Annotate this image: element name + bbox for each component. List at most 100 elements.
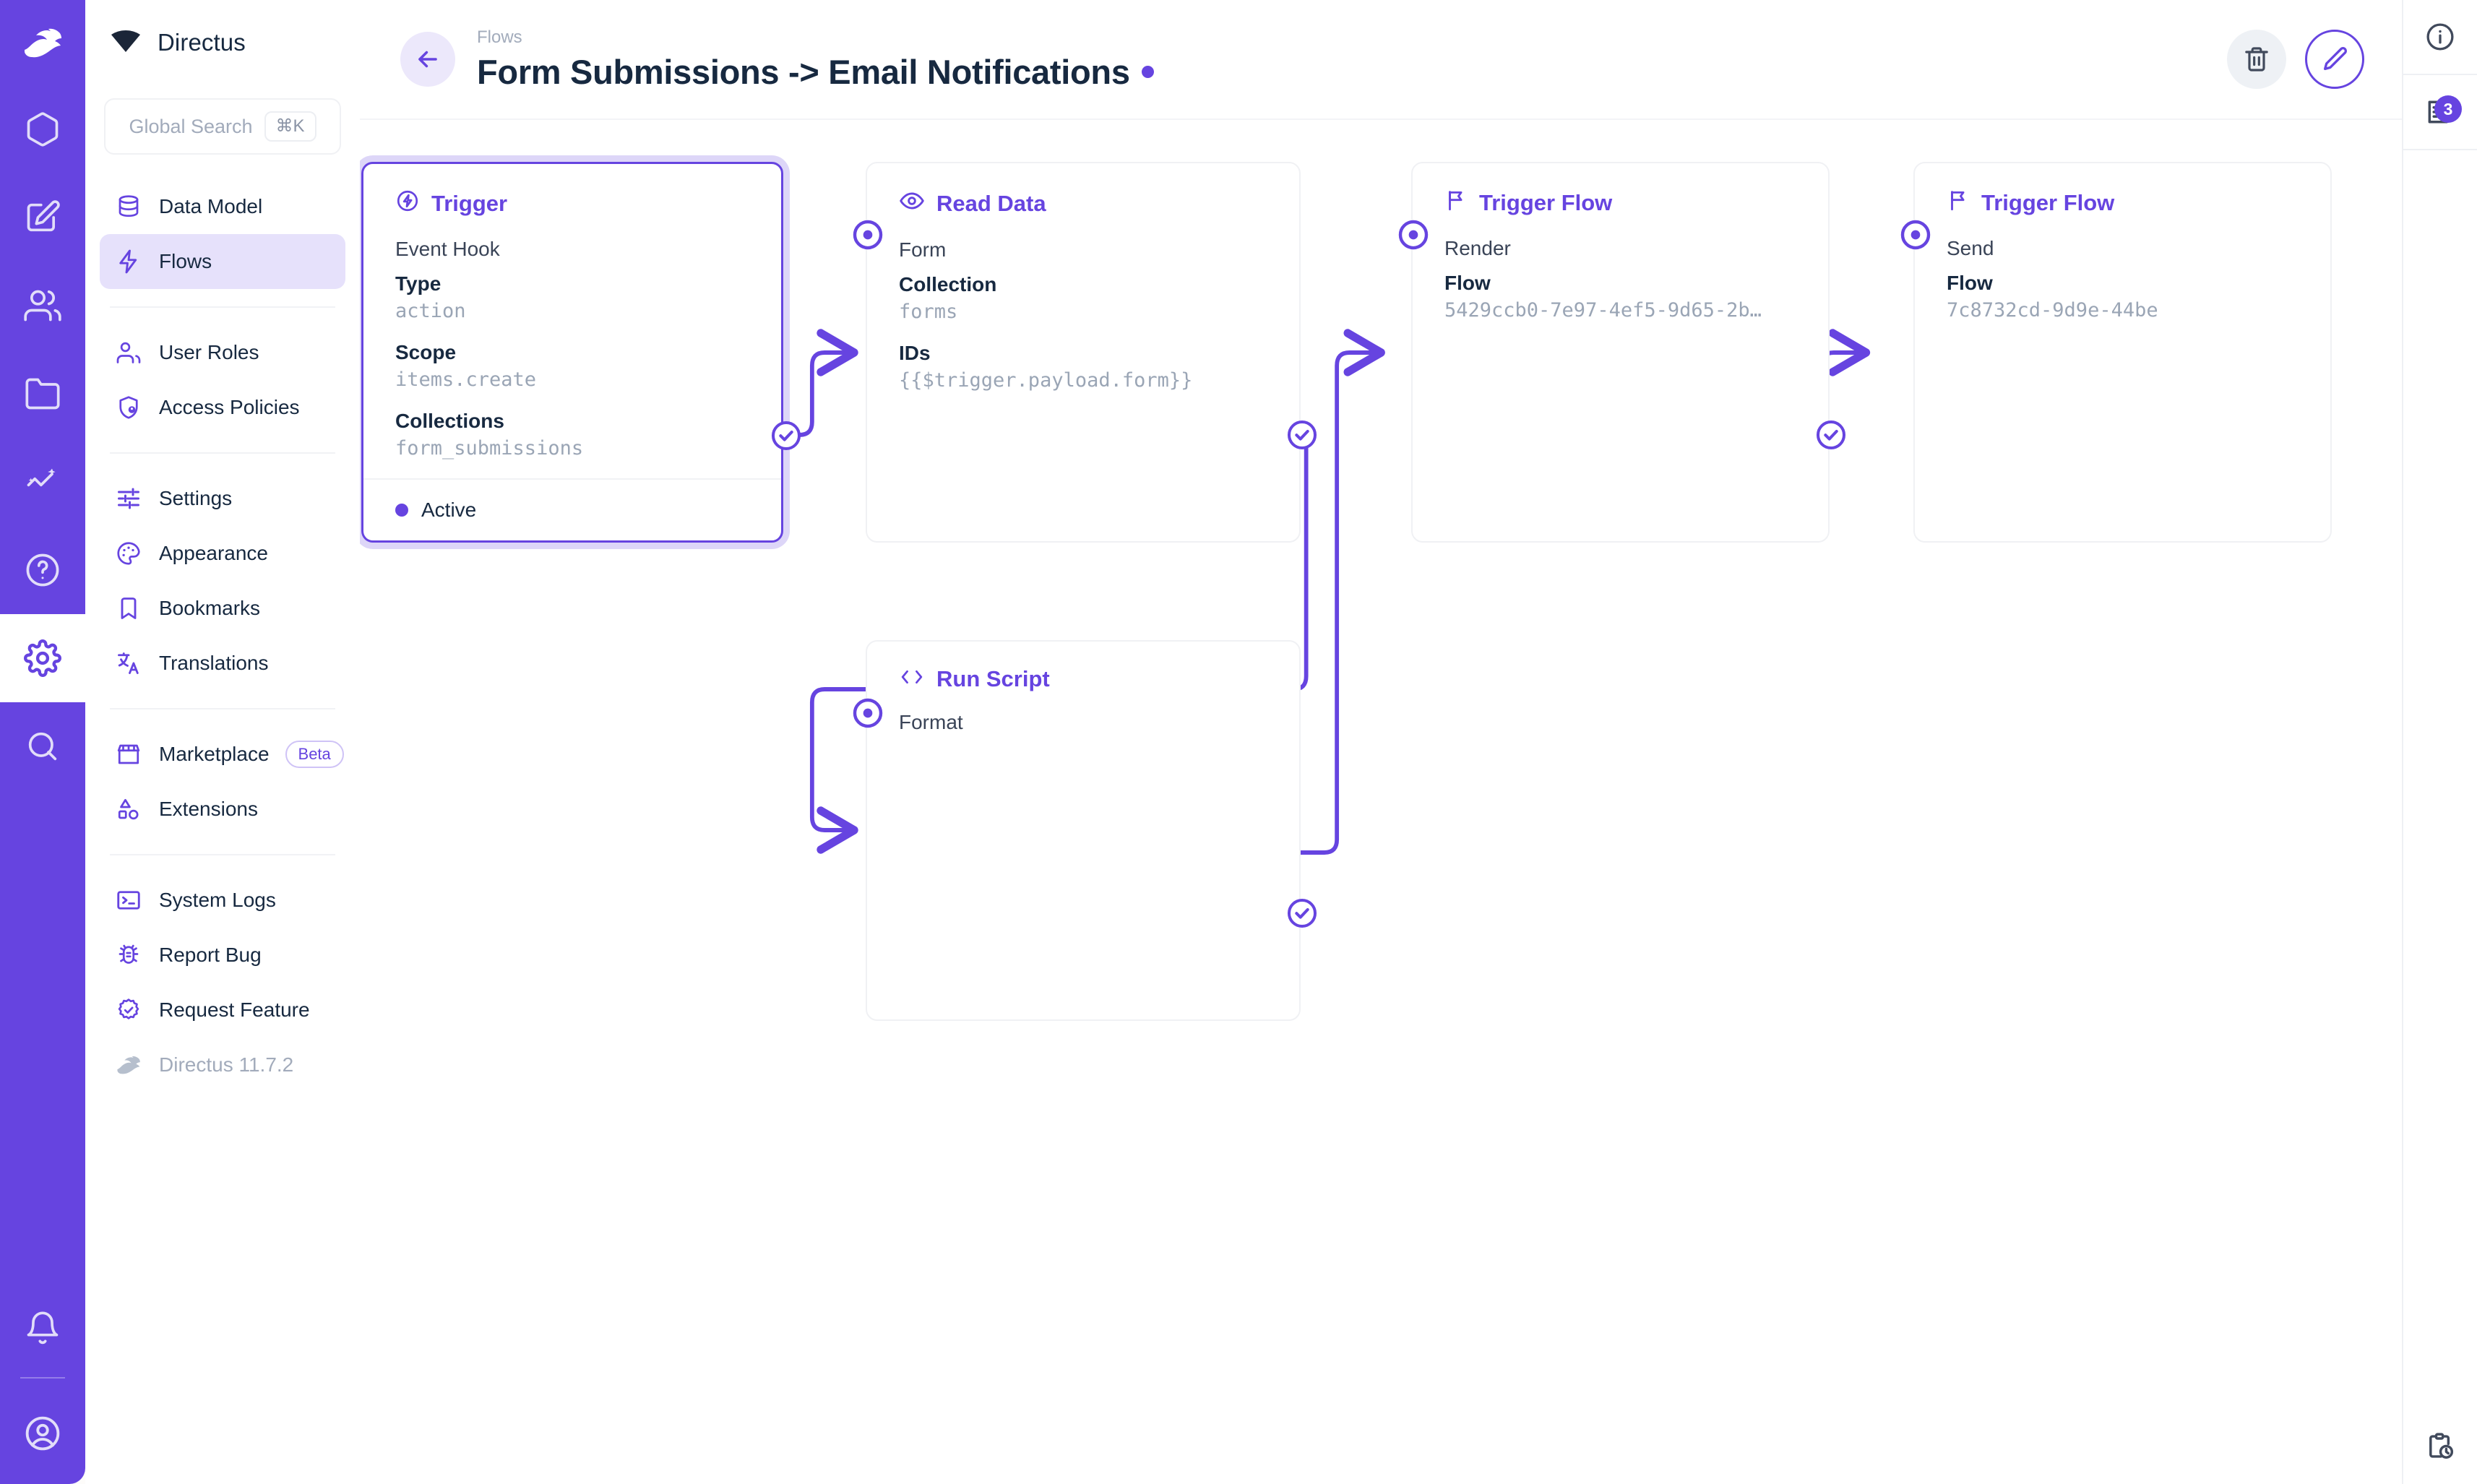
bug-icon <box>114 941 143 970</box>
status-badge: Beta <box>285 741 344 768</box>
status-dot-icon <box>1141 65 1154 78</box>
sidebar-item-user-roles[interactable]: User Roles <box>100 325 345 380</box>
sidebar-item-label: Directus 11.7.2 <box>159 1053 294 1076</box>
node-subtitle: Form <box>899 238 947 261</box>
activity-button[interactable] <box>2403 1409 2477 1484</box>
node-body: Event Hook Type action Scope items.creat… <box>363 219 781 460</box>
node-title: Run Script <box>867 642 1299 692</box>
node-title-label: Trigger Flow <box>1479 190 1613 215</box>
logs-button[interactable]: 3 <box>2403 75 2477 150</box>
node-subtitle: Render <box>1444 237 1511 259</box>
sidebar-item-marketplace[interactable]: Marketplace Beta <box>100 727 345 782</box>
node-title-label: Run Script <box>936 666 1050 691</box>
node-field-key: IDs <box>899 342 931 364</box>
delete-flow-button[interactable] <box>2227 30 2286 89</box>
flow-node-run-script[interactable]: Run Script Format <box>853 640 1317 1021</box>
sidebar-item-label: Report Bug <box>159 944 262 966</box>
breadcrumb[interactable]: Flows <box>477 27 522 47</box>
handle-input-read-data[interactable] <box>851 218 883 250</box>
handle-resolve-trigger-flow-render[interactable] <box>1814 418 1846 450</box>
sidebar-item-label: System Logs <box>159 889 276 911</box>
handle-input-trigger-flow-send[interactable] <box>1899 218 1931 250</box>
sidebar-item-label: Settings <box>159 487 233 509</box>
edit-flow-button[interactable] <box>2305 30 2364 89</box>
node-subtitle: Format <box>899 711 963 733</box>
rail-item-search[interactable] <box>0 702 85 790</box>
directus-logo-icon[interactable] <box>0 0 85 85</box>
flag-icon <box>1444 188 1468 218</box>
sidebar-item-system-logs[interactable]: System Logs <box>100 873 345 928</box>
handle-resolve-run-script[interactable] <box>1285 897 1317 928</box>
node-field-key: Flow <box>1947 272 1993 294</box>
sidebar-item-label: User Roles <box>159 341 259 363</box>
node-subtitle: Send <box>1947 237 1994 259</box>
logs-badge: 3 <box>2434 95 2462 123</box>
translate-icon <box>114 649 143 678</box>
rail-item-help[interactable] <box>0 526 85 614</box>
back-button[interactable] <box>400 32 455 87</box>
sidebar-item-access-policies[interactable]: Access Policies <box>100 380 345 435</box>
lightning-bolt-icon <box>114 247 143 276</box>
sidebar-item-extensions[interactable]: Extensions <box>100 782 345 837</box>
node-field-value: action <box>395 300 466 322</box>
node-body: Send Flow 7c8732cd-9d9e-44be <box>1915 218 2330 322</box>
sidebar-item-data-model[interactable]: Data Model <box>100 179 345 234</box>
node-field-value: items.create <box>395 368 537 391</box>
directus-rabbit-icon <box>114 1051 143 1079</box>
sidebar-item-label: Marketplace <box>159 743 270 765</box>
handle-input-trigger-flow-render[interactable] <box>1397 218 1429 250</box>
search-input[interactable]: Global Search ⌘K <box>104 98 341 155</box>
right-sidebar-spacer <box>2403 150 2477 1409</box>
sidebar-item-bookmarks[interactable]: Bookmarks <box>100 581 345 636</box>
sidebar-brand-label: Directus <box>158 29 246 56</box>
flow-canvas[interactable]: Trigger Event Hook Type action Scope ite… <box>360 120 2402 1484</box>
sidebar-item-report-bug[interactable]: Report Bug <box>100 928 345 983</box>
rail-item-account[interactable] <box>0 1383 85 1484</box>
terminal-icon <box>114 886 143 915</box>
sidebar-item-label: Translations <box>159 652 269 674</box>
rail-item-users[interactable] <box>0 262 85 350</box>
handle-resolve-trigger[interactable] <box>770 419 801 451</box>
handle-input-run-script[interactable] <box>851 696 883 728</box>
flow-node-trigger-flow-render[interactable]: Trigger Flow Render Flow 5429ccb0-7e97-4… <box>1398 162 1846 543</box>
sidebar-divider <box>110 708 335 709</box>
flow-node-trigger-flow-send[interactable]: Trigger Flow Send Flow 7c8732cd-9d9e-44b… <box>1900 162 2332 543</box>
page-header: Flows Form Submissions -> Email Notifica… <box>360 0 2402 120</box>
node-title: Read Data <box>867 163 1299 220</box>
node-title: Trigger <box>363 164 781 219</box>
sidebar-item-appearance[interactable]: Appearance <box>100 526 345 581</box>
sidebar-item-settings[interactable]: Settings <box>100 471 345 526</box>
node-field-key: Type <box>395 272 441 295</box>
sidebar-item-request-feature[interactable]: Request Feature <box>100 983 345 1037</box>
node-subtitle: Event Hook <box>395 238 500 260</box>
main-area: Flows Form Submissions -> Email Notifica… <box>360 0 2477 1484</box>
sidebar-item-translations[interactable]: Translations <box>100 636 345 691</box>
sidebar-divider <box>110 452 335 454</box>
flow-node-read-data[interactable]: Read Data Form Collection forms IDs {{$t… <box>853 162 1317 543</box>
sidebar-item-label: Extensions <box>159 798 258 820</box>
storefront-icon <box>114 740 143 769</box>
node-field-key: Collection <box>899 273 997 295</box>
sidebar-divider <box>110 854 335 855</box>
sidebar-item-version: Directus 11.7.2 <box>100 1037 345 1092</box>
status-badge: Active <box>421 499 477 521</box>
sidebar-item-label: Request Feature <box>159 998 310 1021</box>
rail-item-notifications[interactable] <box>0 1285 85 1373</box>
search-shortcut-kbd: ⌘K <box>264 111 316 142</box>
rail-item-settings[interactable] <box>0 614 85 702</box>
flag-icon <box>1947 188 1970 218</box>
rail-item-insights[interactable] <box>0 438 85 526</box>
database-icon <box>114 192 143 221</box>
rail-item-editor[interactable] <box>0 173 85 262</box>
shield-user-icon <box>114 393 143 422</box>
sidebar-item-flows[interactable]: Flows <box>100 234 345 289</box>
info-button[interactable] <box>2403 0 2477 75</box>
code-icon <box>899 666 925 692</box>
handle-resolve-read-data[interactable] <box>1285 418 1317 450</box>
rail-item-content[interactable] <box>0 85 85 173</box>
node-title-label: Trigger <box>431 191 508 216</box>
flow-node-trigger[interactable]: Trigger Event Hook Type action Scope ite… <box>361 162 801 543</box>
node-field-value: form_submissions <box>395 437 584 460</box>
rail-item-files[interactable] <box>0 350 85 438</box>
sidebar-item-label: Bookmarks <box>159 597 261 619</box>
